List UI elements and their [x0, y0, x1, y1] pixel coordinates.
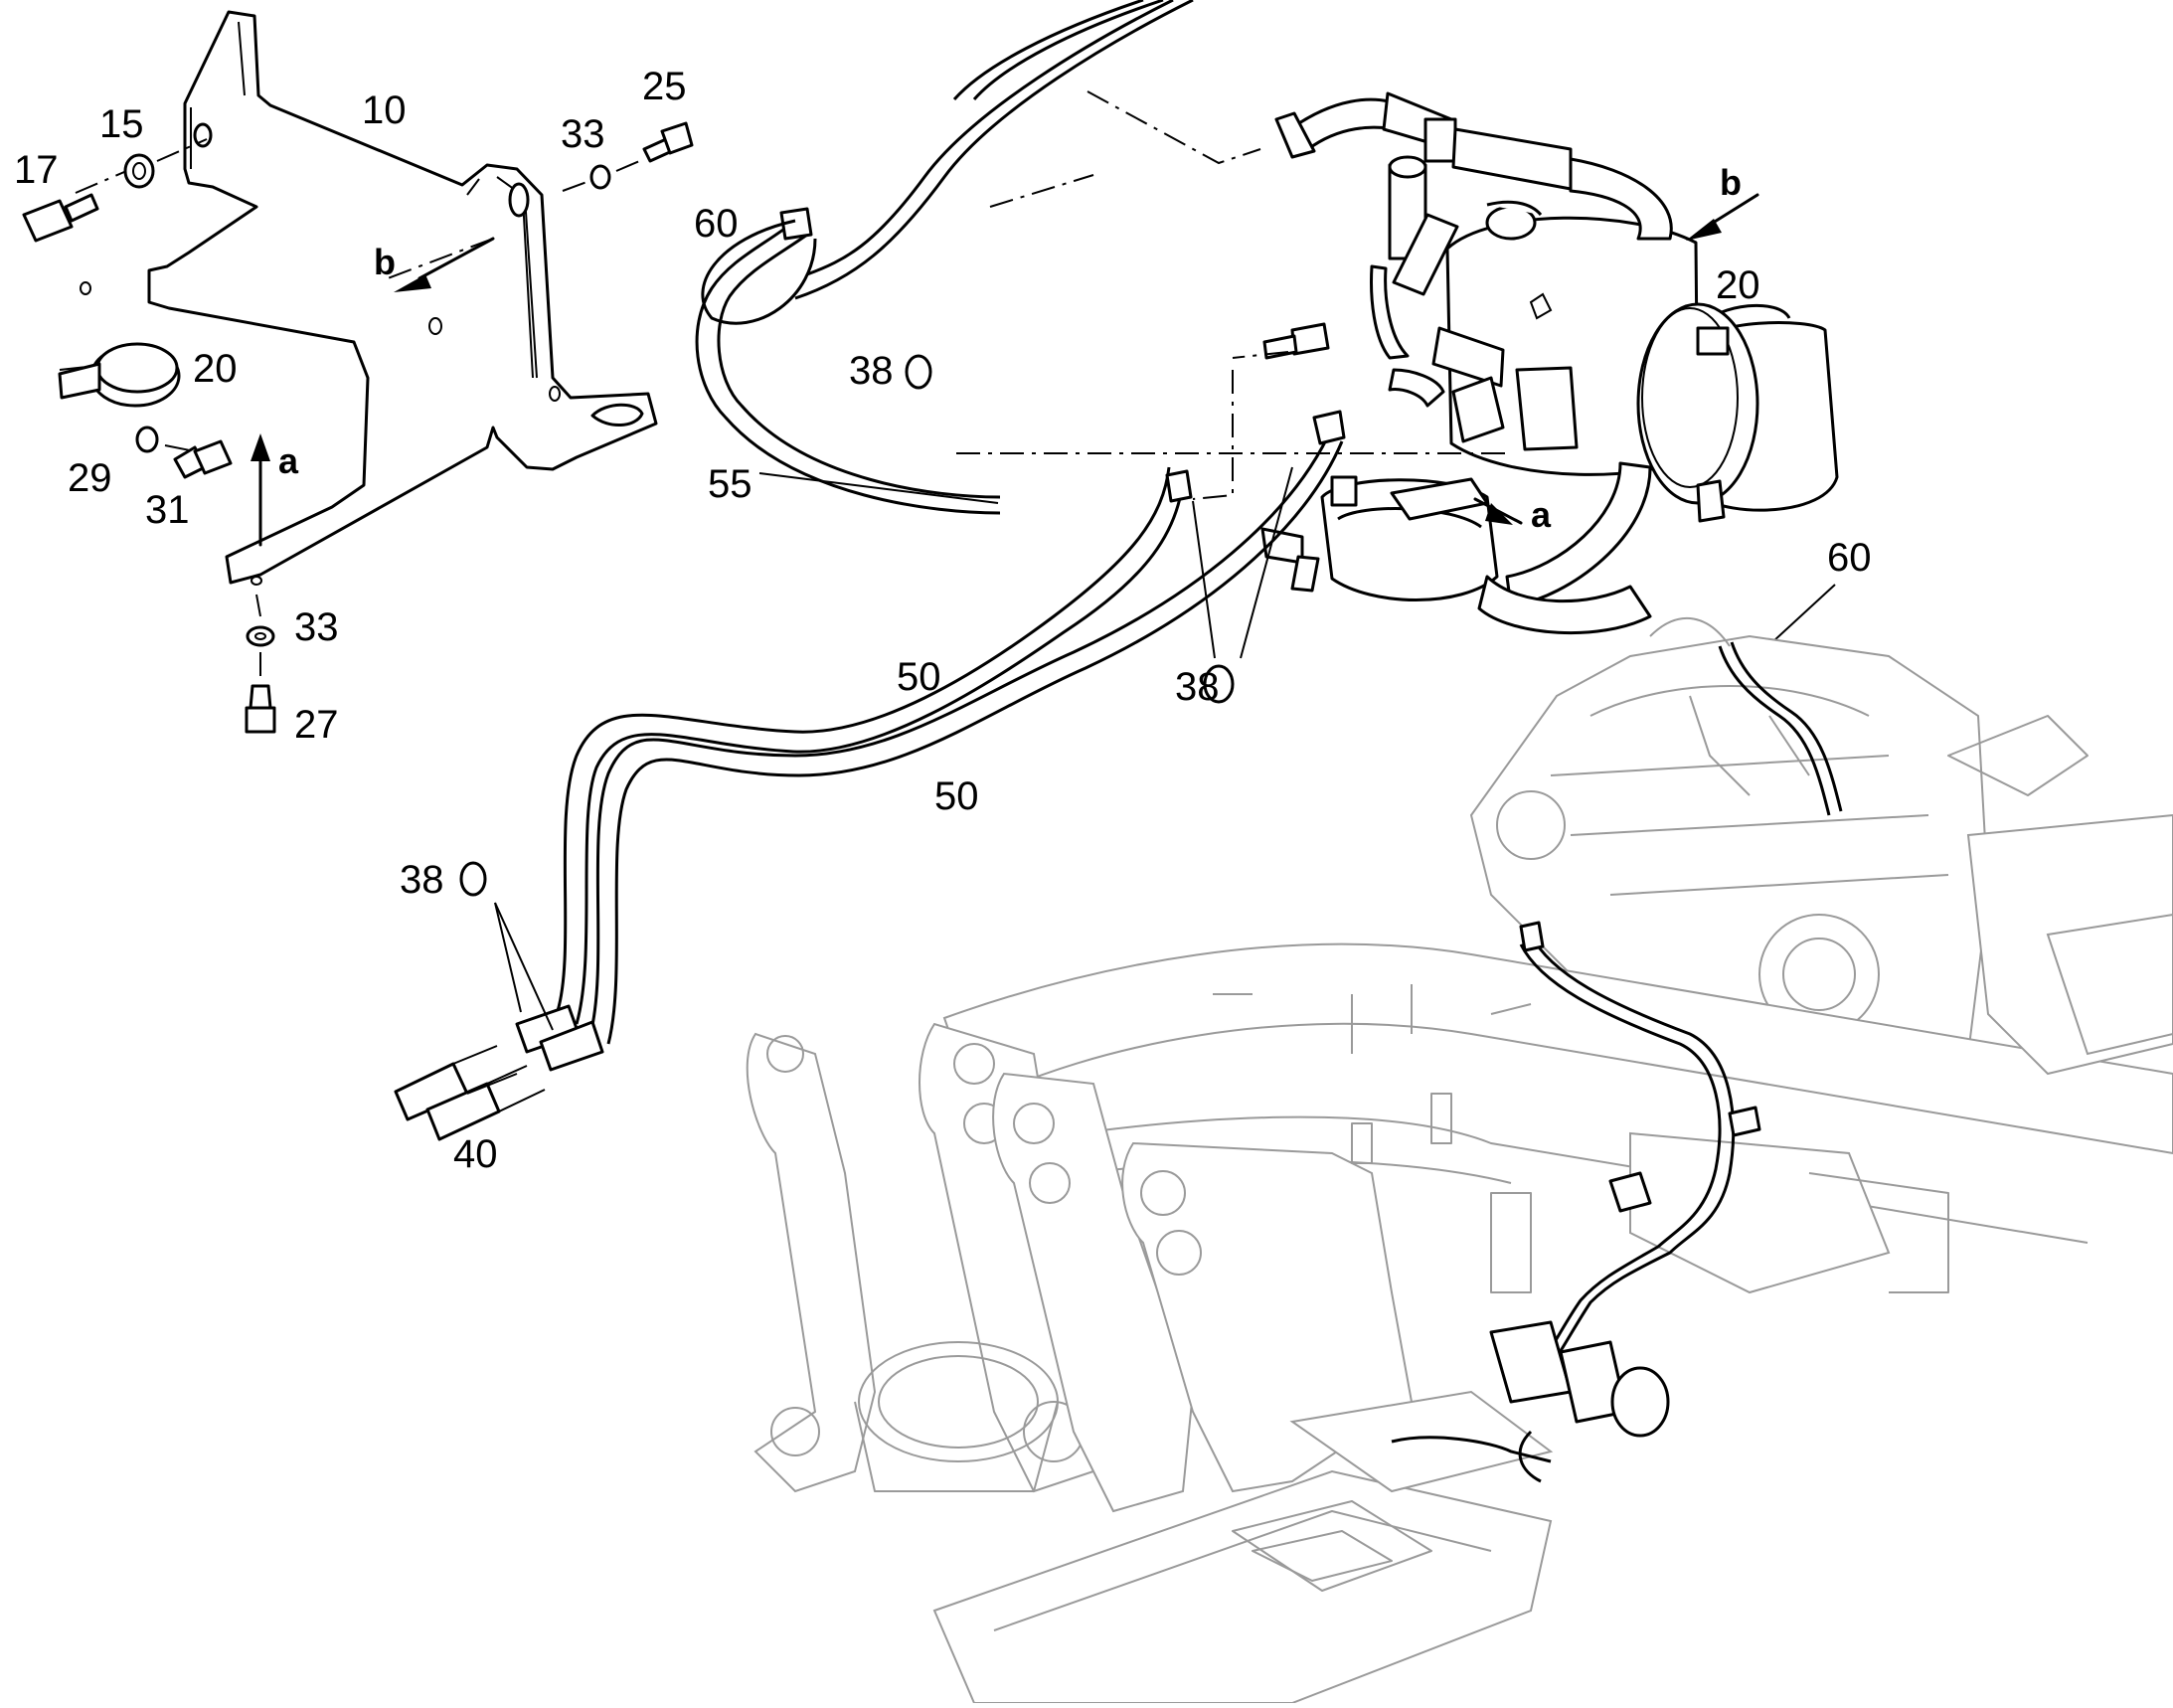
view-arrow-b-left: b	[374, 237, 495, 292]
callout-17: 17	[14, 148, 59, 192]
callout-labels: 10 15 17 20 25 27 29 31 33 33 38 38 38 4…	[14, 65, 1872, 1176]
callout-31: 31	[145, 488, 190, 532]
callout-33-top: 33	[561, 112, 605, 156]
callout-38-top: 38	[849, 349, 894, 393]
assembly-lines-heater	[956, 90, 1505, 500]
bolt-25	[642, 121, 694, 163]
callout-55: 55	[708, 462, 752, 506]
callout-40: 40	[453, 1132, 498, 1176]
view-arrow-a-left: a	[251, 433, 299, 547]
svg-text:a: a	[1531, 494, 1552, 535]
screw-31	[173, 439, 233, 479]
washer-29	[135, 426, 159, 453]
callout-50-upper: 50	[897, 655, 941, 699]
callout-25: 25	[642, 65, 687, 108]
callout-29: 29	[68, 456, 112, 500]
callout-33-bottom: 33	[294, 605, 339, 649]
washer-15	[123, 153, 155, 189]
svg-text:b: b	[374, 242, 396, 282]
chassis-frame-context	[746, 813, 2173, 1704]
callout-10: 10	[362, 88, 407, 132]
callout-20-left: 20	[193, 347, 238, 391]
svg-text:b: b	[1720, 162, 1742, 203]
callout-60-right: 60	[1827, 536, 1872, 580]
callout-20-right: 20	[1716, 263, 1760, 307]
callout-27: 27	[294, 703, 339, 747]
screw-27	[245, 684, 276, 734]
hose-connectors-40	[394, 472, 999, 1141]
callout-15: 15	[99, 102, 144, 146]
bolt-17	[22, 193, 99, 243]
callout-60-left: 60	[694, 202, 739, 246]
heater-unit	[1262, 91, 1839, 608]
installed-heater-context	[1391, 641, 1843, 1483]
callout-38-left: 38	[400, 858, 444, 902]
mounting-bracket	[80, 10, 658, 586]
callout-38-mid: 38	[1175, 665, 1220, 709]
washer-33-bottom	[246, 625, 275, 647]
hose-50-pair	[555, 410, 1346, 1045]
hose-55-60	[695, 0, 1194, 515]
washer-33-top	[589, 164, 611, 190]
svg-text:a: a	[278, 440, 299, 481]
view-arrow-b-right: b	[1686, 162, 1759, 241]
hose-clamp-38	[459, 354, 1235, 897]
clamp-20-left	[58, 342, 181, 408]
view-arrow-a-right: a	[1473, 494, 1552, 535]
callout-50-lower: 50	[934, 774, 979, 818]
